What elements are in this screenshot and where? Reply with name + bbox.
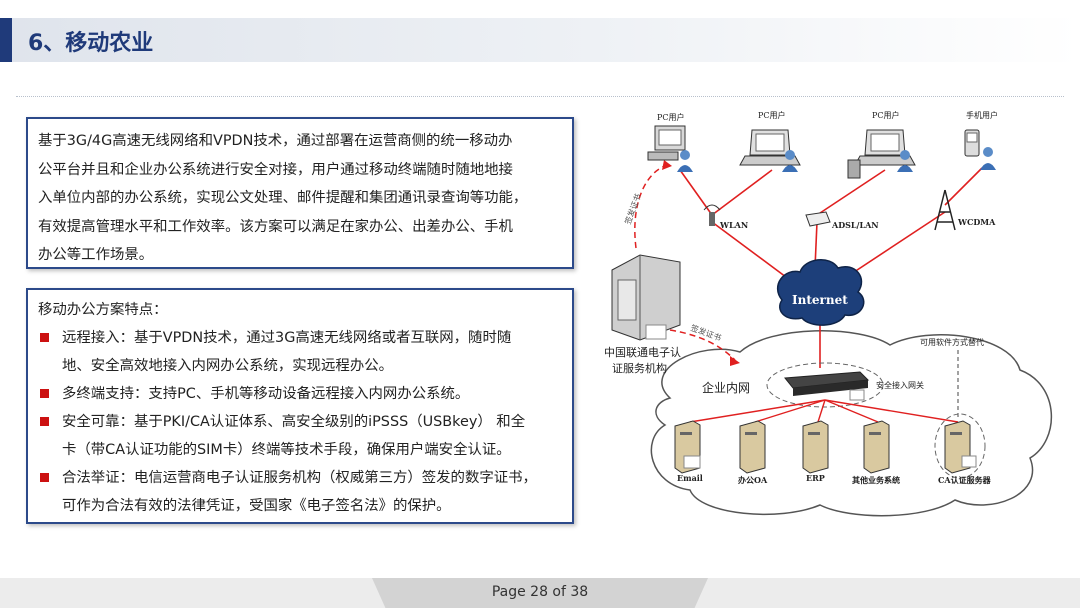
erp-server-icon <box>803 421 828 473</box>
title-bar: 6、移动农业 <box>0 18 1080 62</box>
page-number: Page 28 of 38 <box>372 584 708 600</box>
server-label: ERP <box>806 473 825 483</box>
internet-label: Internet <box>792 293 848 307</box>
features-heading: 移动办公方案特点： <box>38 296 562 324</box>
feature-line: 安全可靠：基于PKI/CA认证体系、高安全级别的iPSSS（USBkey） 和全 <box>62 408 562 436</box>
feature-line: 卡（带CA认证功能的SIM卡）终端等技术手段，确保用户端安全认证。 <box>62 436 562 464</box>
cert-issue-label: 签发证书 <box>689 322 722 342</box>
feature-item-remote-access: 远程接入：基于VPDN技术，通过3G高速无线网络或者互联网，随时随 地、安全高效… <box>38 324 562 380</box>
feature-line: 多终端支持：支持PC、手机等移动设备远程接入内网办公系统。 <box>62 380 562 408</box>
intro-line: 公平台并且和企业办公系统进行安全对接，用户通过移动终端随时随地地接 <box>38 156 562 185</box>
feature-line: 可作为合法有效的法律凭证，受国家《电子签名法》的保护。 <box>62 492 562 520</box>
bullet-icon <box>40 417 49 426</box>
bullet-icon <box>40 389 49 398</box>
pc-user-2-icon <box>740 130 800 172</box>
ca-server-cabinet-icon <box>612 255 680 340</box>
dotted-divider <box>16 96 1064 97</box>
footer-bar: Page 28 of 38 <box>0 578 1080 608</box>
feature-line: 合法举证：电信运营商电子认证服务机构（权威第三方）签发的数字证书， <box>62 464 562 492</box>
slide-title: 6、移动农业 <box>28 25 153 57</box>
arrow-head-icon <box>662 160 672 170</box>
user-label: PC用户 <box>758 110 786 120</box>
adsl-modem-icon <box>806 212 830 226</box>
intranet-cloud <box>651 331 1051 516</box>
server-label: 其他业务系统 <box>852 475 900 485</box>
intro-box: 基于3G/4G高速无线网络和VPDN技术，通过部署在运营商侧的统一移动办 公平台… <box>26 117 574 269</box>
user-label: 手机用户 <box>966 110 998 120</box>
intro-line: 办公等工作场景。 <box>38 241 562 270</box>
bullet-icon <box>40 333 49 342</box>
server-label: Email <box>677 473 703 483</box>
access-label: ADSL/LAN <box>831 220 879 230</box>
feature-item-multi-terminal: 多终端支持：支持PC、手机等移动设备远程接入内网办公系统。 <box>38 380 562 408</box>
intro-line: 有效提高管理水平和工作效率。该方案可以满足在家办公、出差办公、手机 <box>38 213 562 242</box>
cert-issue-label: 签发证书 <box>622 192 642 225</box>
features-box: 移动办公方案特点： 远程接入：基于VPDN技术，通过3G高速无线网络或者互联网，… <box>26 288 574 524</box>
server-label: CA认证服务器 <box>938 475 992 485</box>
intranet-label: 企业内网 <box>702 380 750 395</box>
access-label: WLAN <box>719 220 748 230</box>
gateway-label: 安全接入网关 <box>876 380 924 390</box>
software-alt-note: 可用软件方式替代 <box>920 337 984 347</box>
user-label: PC用户 <box>657 112 685 122</box>
mobile-user-icon <box>965 130 996 170</box>
user-label: PC用户 <box>872 110 900 120</box>
feature-line: 远程接入：基于VPDN技术，通过3G高速无线网络或者互联网，随时随 <box>62 324 562 352</box>
ca-org-label: 证服务机构 <box>612 361 667 375</box>
network-diagram: 签发证书 签发证书 PC用户 PC用户 PC用户 手机用户 WLAN <box>590 100 1060 520</box>
page-indicator-tab: Page 28 of 38 <box>372 578 708 608</box>
pc-user-3-icon <box>848 130 915 178</box>
email-server-icon <box>675 421 700 473</box>
bullet-icon <box>40 473 49 482</box>
server-label: 办公OA <box>738 475 768 485</box>
intro-line: 入单位内部的办公系统，实现公文处理、邮件提醒和集团通讯录查询等功能， <box>38 184 562 213</box>
ca-org-label: 中国联通电子认 <box>604 346 681 359</box>
feature-item-security: 安全可靠：基于PKI/CA认证体系、高安全级别的iPSSS（USBkey） 和全… <box>38 408 562 464</box>
oa-server-icon <box>740 421 765 473</box>
feature-line: 地、安全高效地接入内网办公系统，实现远程办公。 <box>62 352 562 380</box>
access-label: WCDMA <box>957 217 996 227</box>
title-accent-bar <box>0 18 12 62</box>
feature-item-legal-evidence: 合法举证：电信运营商电子认证服务机构（权威第三方）签发的数字证书， 可作为合法有… <box>38 464 562 520</box>
intro-line: 基于3G/4G高速无线网络和VPDN技术，通过部署在运营商侧的统一移动办 <box>38 127 562 156</box>
cell-tower-icon <box>935 190 955 230</box>
other-server-icon <box>864 421 889 473</box>
